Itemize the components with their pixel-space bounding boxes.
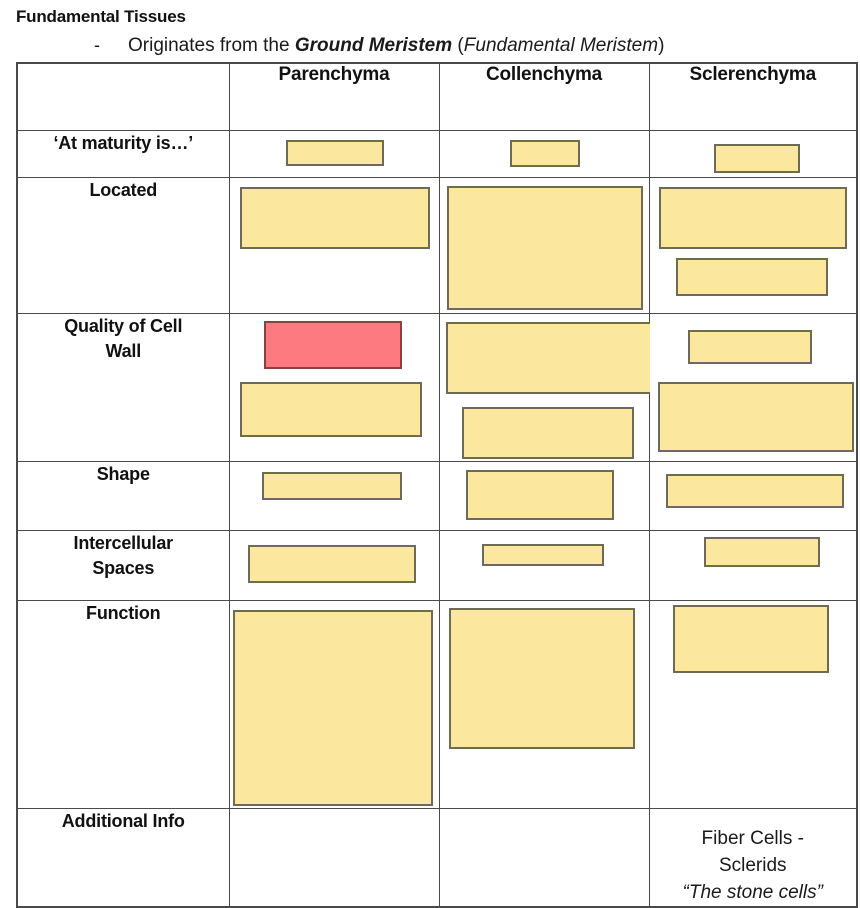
redaction-box [239,186,430,249]
bullet-italic-fundamental-meristem: Fundamental Meristem [463,35,659,56]
column-header-parenchyma: Parenchyma [228,62,440,131]
cell-at-maturity-parenchyma[interactable] [228,129,440,178]
redaction-box [481,543,604,566]
cell-function-parenchyma[interactable] [228,599,440,809]
redaction-box [247,544,416,583]
table-row: Additional Info Fiber Cells - Sclerids “… [16,807,858,907]
cell-located-collenchyma[interactable] [438,176,650,314]
cell-shape-sclerenchyma[interactable] [648,460,858,531]
cell-shape-parenchyma[interactable] [228,460,440,531]
cell-located-parenchyma[interactable] [228,176,440,314]
redaction-box [445,321,652,394]
redaction-box [713,143,800,173]
redaction-box [285,139,384,166]
redaction-box [232,609,433,806]
redaction-box [672,604,829,673]
redaction-box [658,186,847,249]
redaction-box [509,139,580,167]
redaction-box [687,329,812,364]
bullet-text: Originates from the Ground Meristem (Fun… [128,33,664,59]
redaction-box [461,406,634,459]
redaction-box [675,257,828,296]
table-header-row: Parenchyma Collenchyma Sclerenchyma [16,62,858,131]
bullet-paren-open: ( [452,35,464,56]
redaction-box [448,607,635,749]
row-label-at-maturity: ‘At maturity is…’ [16,129,230,178]
redaction-box [239,381,422,437]
additional-info-sclerenchyma-text: Fiber Cells - Sclerids “The stone cells” [650,809,857,906]
cell-quality-sclerenchyma[interactable] [648,312,858,462]
cell-located-sclerenchyma[interactable] [648,176,858,314]
cell-at-maturity-sclerenchyma[interactable] [648,129,858,178]
cell-intercellular-collenchyma[interactable] [438,529,650,601]
bullet-emphasis-ground-meristem: Ground Meristem [294,35,453,56]
redaction-box [465,469,614,520]
row-label-located: Located [16,176,230,314]
cell-function-sclerenchyma[interactable] [648,599,858,809]
cell-intercellular-sclerenchyma[interactable] [648,529,858,601]
additional-info-line-2: Sclerids [718,854,787,876]
cell-quality-collenchyma[interactable] [438,312,652,462]
bullet-paren-close: ) [658,35,665,56]
redaction-box [665,473,844,508]
redaction-box [263,320,402,369]
table-row: ‘At maturity is…’ [16,129,858,178]
row-label-function: Function [16,599,230,809]
cell-at-maturity-collenchyma[interactable] [438,129,650,178]
additional-info-line-1: Fiber Cells - [701,827,804,849]
bullet-dash-marker: - [94,35,100,55]
cell-intercellular-parenchyma[interactable] [228,529,440,601]
subtitle-bullet-line: - Originates from the Ground Meristem (F… [16,32,860,59]
row-label-shape: Shape [16,460,230,531]
cell-additional-parenchyma[interactable] [228,807,440,907]
redaction-box [703,536,820,567]
redaction-box [261,471,402,500]
cell-quality-parenchyma[interactable] [228,312,440,462]
column-header-collenchyma: Collenchyma [438,62,650,131]
bullet-prefix-text: Originates from the [128,35,295,56]
redaction-box [446,185,643,310]
table-row: Function [16,599,858,809]
table-row: Located [16,176,858,314]
cell-function-collenchyma[interactable] [438,599,650,809]
cell-additional-sclerenchyma[interactable]: Fiber Cells - Sclerids “The stone cells” [648,807,858,907]
column-header-sclerenchyma: Sclerenchyma [648,62,858,131]
fundamental-tissues-table: Parenchyma Collenchyma Sclerenchyma ‘At … [16,62,858,908]
table-body: ‘At maturity is…’ Located Quality of Cel… [16,129,858,907]
table-corner-cell [16,62,230,131]
redaction-box [657,381,854,452]
fundamental-tissues-table-wrapper: Parenchyma Collenchyma Sclerenchyma ‘At … [16,62,858,908]
page-title: Fundamental Tissues [16,7,186,26]
heading-block: Fundamental Tissues - Originates from th… [0,0,860,59]
additional-info-quote: “The stone cells” [682,881,823,903]
table-row: Shape [16,460,858,531]
row-label-additional-info: Additional Info [16,807,230,907]
cell-shape-collenchyma[interactable] [438,460,650,531]
cell-additional-collenchyma[interactable] [438,807,650,907]
